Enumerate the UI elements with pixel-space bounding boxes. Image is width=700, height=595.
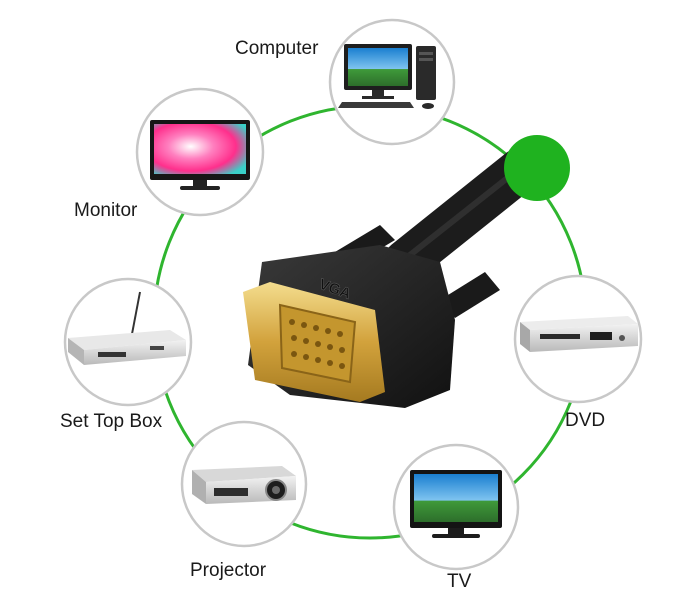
vga-connector-icon: VGA <box>243 225 500 408</box>
label-monitor: Monitor <box>74 200 138 221</box>
dvd-node <box>513 274 643 404</box>
computer-node <box>328 18 456 146</box>
set-top-box-icon <box>68 291 186 365</box>
set-top-box-node <box>63 277 193 407</box>
monitor-node <box>135 87 265 217</box>
label-computer: Computer <box>235 38 319 59</box>
desktop-computer-icon <box>338 44 436 109</box>
monitor-icon <box>150 120 250 190</box>
tv-node <box>392 443 520 571</box>
label-set-top-box: Set Top Box <box>60 411 163 432</box>
projector-node <box>180 420 308 548</box>
projector-icon <box>192 466 296 504</box>
dvd-player-icon <box>520 316 638 352</box>
tv-icon <box>410 470 502 538</box>
cable-end-dot <box>504 135 570 201</box>
label-projector: Projector <box>190 560 267 581</box>
label-tv: TV <box>447 571 472 592</box>
label-dvd: DVD <box>565 410 606 431</box>
